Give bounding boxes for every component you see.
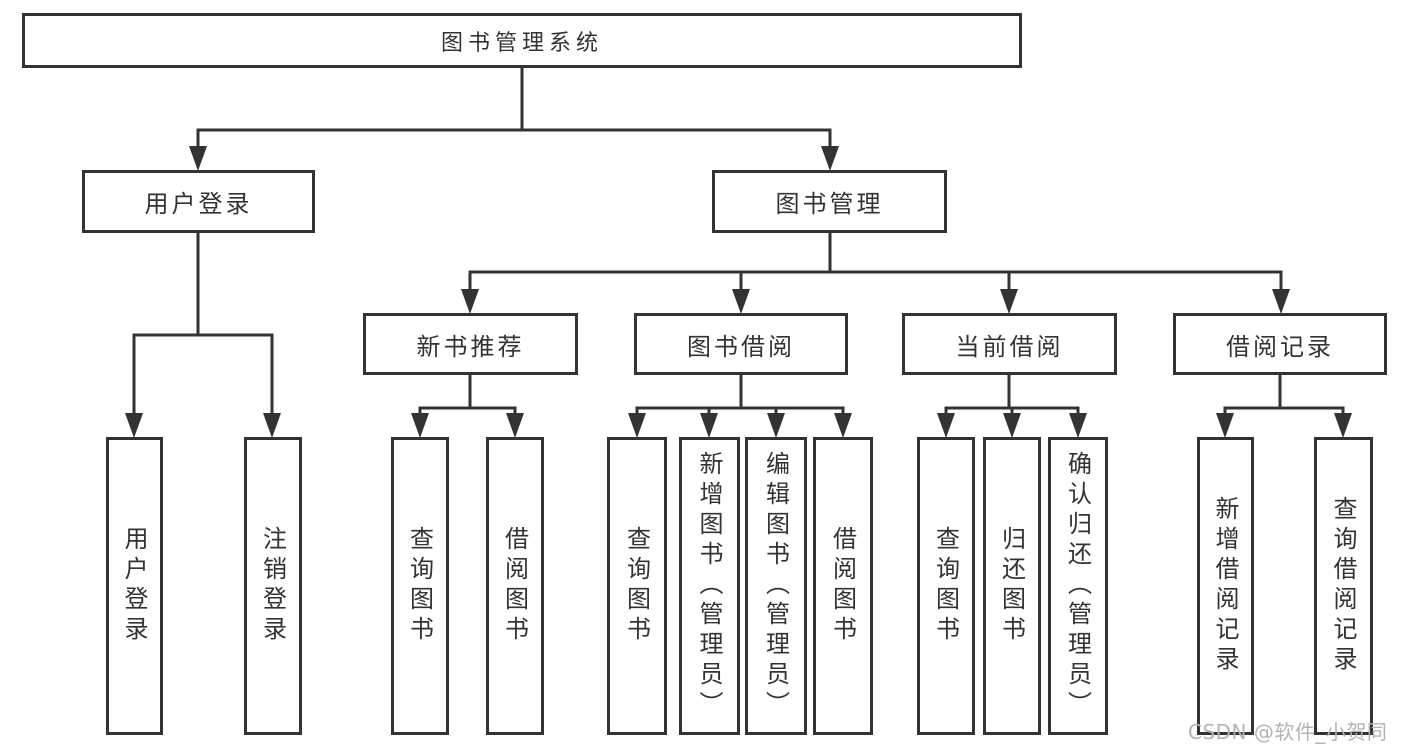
leaf-query-books-recommend: 查询图书 — [391, 437, 449, 735]
leaf-edit-books-admin: 编辑图书（管理员） — [745, 437, 807, 735]
leaf-logout-label: 注销登录 — [258, 526, 287, 646]
leaf-logout: 注销登录 — [244, 437, 302, 735]
leaf-add-books-admin: 新增图书（管理员） — [679, 437, 740, 735]
arrowhead-icon — [834, 413, 852, 438]
leaf-confirm-return-admin: 确认归还（管理员） — [1048, 437, 1108, 735]
leaf-return-books-label: 归还图书 — [997, 526, 1026, 646]
leaf-borrow-books-recommend: 借阅图书 — [486, 437, 544, 735]
arrowhead-icon — [461, 289, 479, 314]
leaf-return-books: 归还图书 — [983, 437, 1041, 735]
arrowhead-icon — [411, 413, 429, 438]
leaf-borrow-books-borrowing-label: 借阅图书 — [828, 526, 857, 646]
node-book-borrowing-label: 图书借阅 — [687, 332, 795, 361]
node-book-borrowing: 图书借阅 — [634, 313, 848, 375]
arrowhead-icon — [506, 413, 524, 438]
node-new-book-recommendation-label: 新书推荐 — [416, 332, 525, 361]
arrowhead-icon — [821, 146, 839, 171]
node-user-login-label: 用户登录 — [144, 190, 253, 218]
arrowhead-icon — [937, 413, 955, 438]
arrowhead-icon — [1272, 289, 1290, 314]
node-current-borrowing-label: 当前借阅 — [955, 332, 1064, 361]
leaf-add-books-admin-label: 新增图书（管理员） — [695, 451, 723, 721]
arrowhead-icon — [1334, 413, 1352, 438]
arrowhead-icon — [189, 146, 207, 171]
leaf-query-books-current-label: 查询图书 — [931, 526, 960, 646]
leaf-add-borrow-record-label: 新增借阅记录 — [1211, 496, 1239, 676]
node-borrowing-records-label: 借阅记录 — [1226, 332, 1334, 361]
leaf-user-login: 用户登录 — [106, 437, 163, 735]
leaf-borrow-books-borrowing: 借阅图书 — [813, 437, 873, 735]
arrowhead-icon — [1003, 413, 1021, 438]
arrowhead-icon — [628, 413, 646, 438]
node-borrowing-records: 借阅记录 — [1173, 313, 1387, 375]
arrowhead-icon — [767, 413, 785, 438]
leaf-add-borrow-record: 新增借阅记录 — [1197, 437, 1254, 735]
leaf-borrow-books-recommend-label: 借阅图书 — [500, 526, 529, 646]
leaf-query-books-borrowing: 查询图书 — [607, 437, 667, 735]
node-new-book-recommendation: 新书推荐 — [363, 313, 578, 375]
leaf-query-borrow-record: 查询借阅记录 — [1314, 437, 1373, 735]
node-book-management: 图书管理 — [712, 170, 947, 233]
arrowhead-icon — [263, 413, 281, 438]
arrowhead-icon — [700, 413, 718, 438]
arrowhead-icon — [1000, 289, 1018, 314]
node-library-system-label: 图书管理系统 — [440, 30, 603, 56]
leaf-user-login-label: 用户登录 — [120, 526, 148, 646]
leaf-confirm-return-admin-label: 确认归还（管理员） — [1063, 451, 1092, 721]
node-library-system: 图书管理系统 — [22, 13, 1022, 68]
node-user-login: 用户登录 — [82, 170, 315, 233]
leaf-query-books-recommend-label: 查询图书 — [405, 526, 434, 646]
leaf-query-borrow-record-label: 查询借阅记录 — [1329, 496, 1357, 676]
arrowhead-icon — [1069, 413, 1087, 438]
watermark-text: CSDN @软件_小贺同学 — [1188, 720, 1388, 744]
arrowhead-icon — [1216, 413, 1234, 438]
arrowhead-icon — [125, 413, 143, 438]
leaf-query-books-borrowing-label: 查询图书 — [622, 526, 651, 646]
leaf-edit-books-admin-label: 编辑图书（管理员） — [761, 451, 790, 721]
leaf-query-books-current: 查询图书 — [917, 437, 975, 735]
node-book-management-label: 图书管理 — [775, 190, 884, 218]
node-current-borrowing: 当前借阅 — [902, 313, 1117, 375]
arrowhead-icon — [732, 289, 750, 314]
